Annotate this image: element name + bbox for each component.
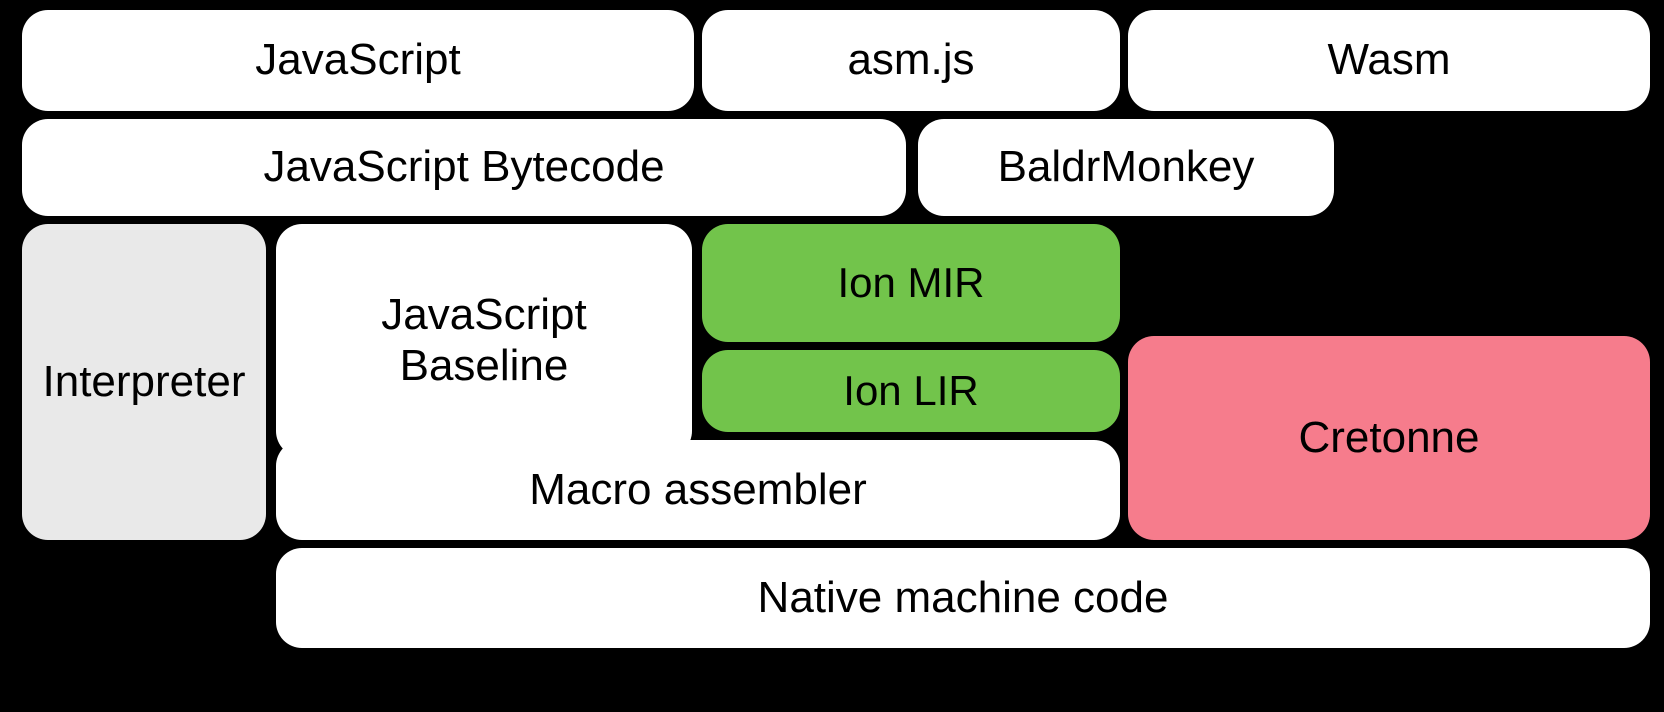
node-wasm: Wasm — [1128, 10, 1650, 111]
node-macro-assembler: Macro assembler — [276, 440, 1120, 540]
node-baldrmonkey: BaldrMonkey — [918, 119, 1334, 216]
node-cretonne: Cretonne — [1128, 336, 1650, 540]
node-asmjs: asm.js — [702, 10, 1120, 111]
node-native-machine-code: Native machine code — [276, 548, 1650, 648]
node-javascript-baseline: JavaScript Baseline — [276, 224, 692, 457]
node-interpreter: Interpreter — [22, 224, 266, 540]
node-javascript-bytecode: JavaScript Bytecode — [22, 119, 906, 216]
node-ion-lir: Ion LIR — [702, 350, 1120, 432]
node-ion-mir: Ion MIR — [702, 224, 1120, 342]
node-javascript: JavaScript — [22, 10, 694, 111]
